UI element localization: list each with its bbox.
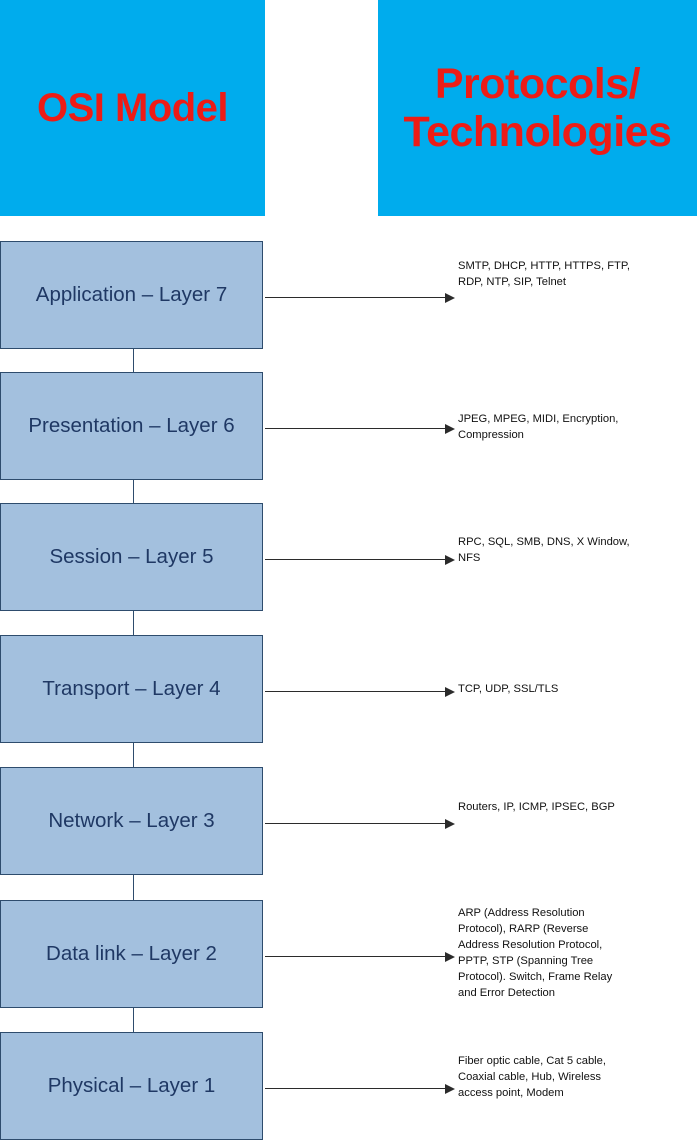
protocols-header-title: Protocols/ Technologies	[378, 60, 697, 156]
layer-box-transport[interactable]: Transport – Layer 4	[0, 635, 263, 743]
protocol-text-transport: TCP, UDP, SSL/TLS	[458, 683, 559, 695]
layer-label-application: Application – Layer 7	[35, 283, 228, 306]
arrow-application	[265, 293, 455, 303]
layer-label-data-link: Data link – Layer 2	[46, 942, 217, 965]
arrow-physical	[265, 1084, 455, 1094]
arrow-head-icon	[445, 687, 455, 697]
protocols-header-banner: Protocols/ Technologies	[378, 0, 697, 216]
arrow-head-icon	[445, 1084, 455, 1094]
layer-label-session: Session – Layer 5	[49, 545, 214, 568]
arrow-session	[265, 555, 455, 565]
protocol-text-network: Routers, IP, ICMP, IPSEC, BGP	[458, 801, 615, 813]
arrow-head-icon	[445, 819, 455, 829]
layer-box-data-link[interactable]: Data link – Layer 2	[0, 900, 263, 1008]
layer-row-transport: Transport – Layer 4 TCP, UDP, SSL/TLS	[0, 635, 697, 769]
layer-connector-5-to-4	[133, 611, 135, 637]
layer-connector-7-to-6	[133, 349, 135, 375]
arrow-presentation	[265, 424, 455, 434]
layer-connector-3-to-2	[133, 875, 135, 901]
layer-row-presentation: Presentation – Layer 6 JPEG, MPEG, MIDI,…	[0, 372, 697, 506]
layer-label-physical: Physical – Layer 1	[47, 1074, 216, 1097]
protocols-header-title-line2: Technologies	[403, 108, 672, 156]
layer-box-session[interactable]: Session – Layer 5	[0, 503, 263, 611]
arrow-data-link	[265, 952, 455, 962]
protocol-text-data-link: ARP (Address Resolution Protocol), RARP …	[458, 907, 613, 999]
layer-box-application[interactable]: Application – Layer 7	[0, 241, 263, 349]
protocols-header-title-line1: Protocols/	[434, 59, 641, 108]
layer-label-network: Network – Layer 3	[48, 809, 215, 832]
protocol-text-application: SMTP, DHCP, HTTP, HTTPS, FTP, RDP, NTP, …	[458, 260, 630, 288]
layer-box-presentation[interactable]: Presentation – Layer 6	[0, 372, 263, 480]
protocol-text-presentation: JPEG, MPEG, MIDI, Encryption, Compressio…	[458, 413, 619, 441]
layer-connector-6-to-5	[133, 480, 135, 506]
arrow-head-icon	[445, 293, 455, 303]
layer-row-network: Network – Layer 3 Routers, IP, ICMP, IPS…	[0, 767, 697, 901]
layer-connector-2-to-1	[133, 1008, 135, 1034]
layer-label-transport: Transport – Layer 4	[42, 677, 221, 700]
layer-label-presentation: Presentation – Layer 6	[28, 414, 235, 437]
protocol-text-session: RPC, SQL, SMB, DNS, X Window, NFS	[458, 536, 630, 564]
osi-model-header-banner: OSI Model	[0, 0, 265, 216]
arrow-network	[265, 819, 455, 829]
layer-row-physical: Physical – Layer 1 Fiber optic cable, Ca…	[0, 1032, 697, 1143]
layer-box-network[interactable]: Network – Layer 3	[0, 767, 263, 875]
arrow-line	[265, 956, 447, 958]
arrow-head-icon	[445, 555, 455, 565]
layer-connector-4-to-3	[133, 743, 135, 769]
arrow-line	[265, 559, 447, 561]
arrow-line	[265, 823, 447, 825]
arrow-head-icon	[445, 952, 455, 962]
arrow-head-icon	[445, 424, 455, 434]
layer-row-application: Application – Layer 7 SMTP, DHCP, HTTP, …	[0, 241, 697, 375]
protocol-text-physical: Fiber optic cable, Cat 5 cable, Coaxial …	[458, 1055, 606, 1099]
arrow-line	[265, 297, 447, 299]
arrow-line	[265, 428, 447, 430]
osi-model-header-title: OSI Model	[36, 85, 229, 130]
arrow-line	[265, 691, 447, 693]
layer-box-physical[interactable]: Physical – Layer 1	[0, 1032, 263, 1140]
layer-row-data-link: Data link – Layer 2 ARP (Address Resolut…	[0, 900, 697, 1034]
arrow-transport	[265, 687, 455, 697]
arrow-line	[265, 1088, 447, 1090]
layer-row-session: Session – Layer 5 RPC, SQL, SMB, DNS, X …	[0, 503, 697, 637]
